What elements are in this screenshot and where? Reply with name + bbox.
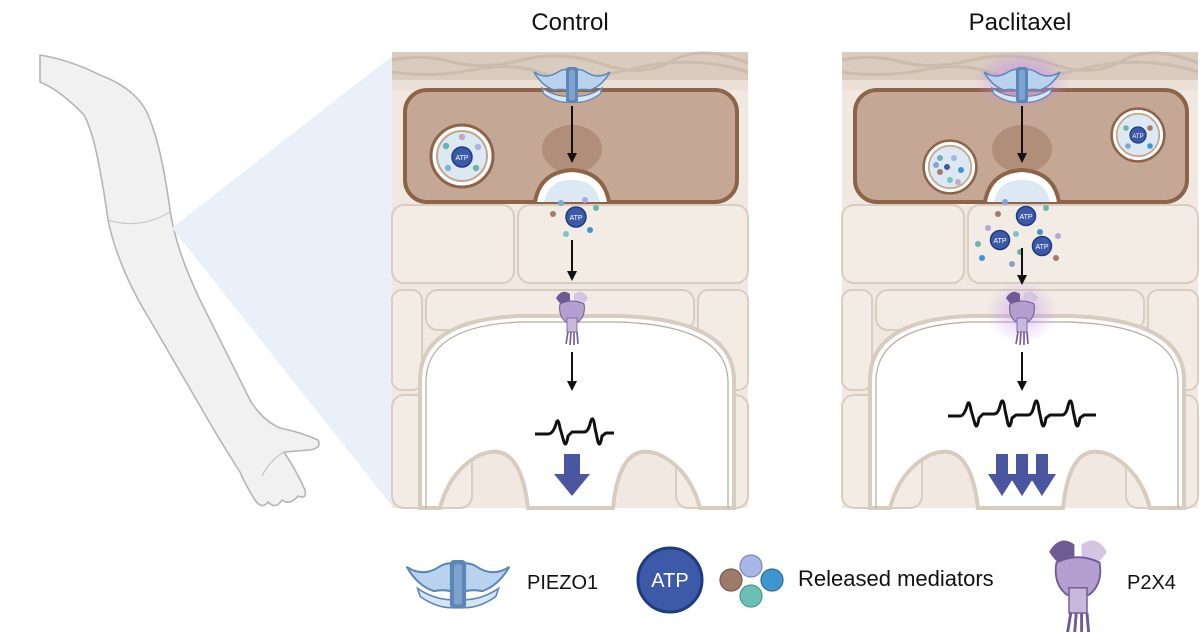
control-title: Control [531,9,608,36]
legend-atp-icon: ATP [636,546,704,614]
legend-piezo1-label: PIEZO1 [527,572,598,594]
legend-mediators-label: Released mediators [798,566,994,591]
svg-text:ATP: ATP [1132,134,1143,140]
atp-molecule: ATP [451,146,473,168]
legend-mediators-icon [719,554,784,608]
svg-text:ATP: ATP [455,155,468,162]
action-potential-trace [948,399,1096,428]
legend-p2x4-icon [1047,539,1109,632]
output-arrow [554,454,590,496]
atp-molecule: ATP [1129,126,1147,144]
output-arrow [1008,454,1036,496]
legend: PIEZO1 ATP Released mediators P2X4 [405,539,1176,632]
atp-molecule: ATP [989,229,1011,251]
svg-text:ATP: ATP [1019,214,1032,221]
atp-molecule: ATP [1015,205,1037,227]
nerve-terminal [418,314,736,510]
paclitaxel-title: Paclitaxel [969,9,1072,36]
atp-molecule: ATP [1031,235,1053,257]
output-arrow [988,454,1016,496]
nerve-terminal [868,314,1186,510]
control-panel: ATP ATP [391,51,749,510]
paclitaxel-panel: ATP ATP ATP ATP [841,50,1199,510]
zoom-projection [172,56,392,506]
legend-p2x4-label: P2X4 [1127,572,1176,594]
legend-piezo1-icon [405,559,511,610]
output-arrow [1028,454,1056,496]
action-potential-trace [535,417,614,446]
svg-text:ATP: ATP [1035,244,1048,251]
svg-text:ATP: ATP [993,238,1006,245]
svg-text:ATP: ATP [651,570,688,592]
svg-text:ATP: ATP [569,215,582,222]
atp-molecule: ATP [565,206,587,228]
